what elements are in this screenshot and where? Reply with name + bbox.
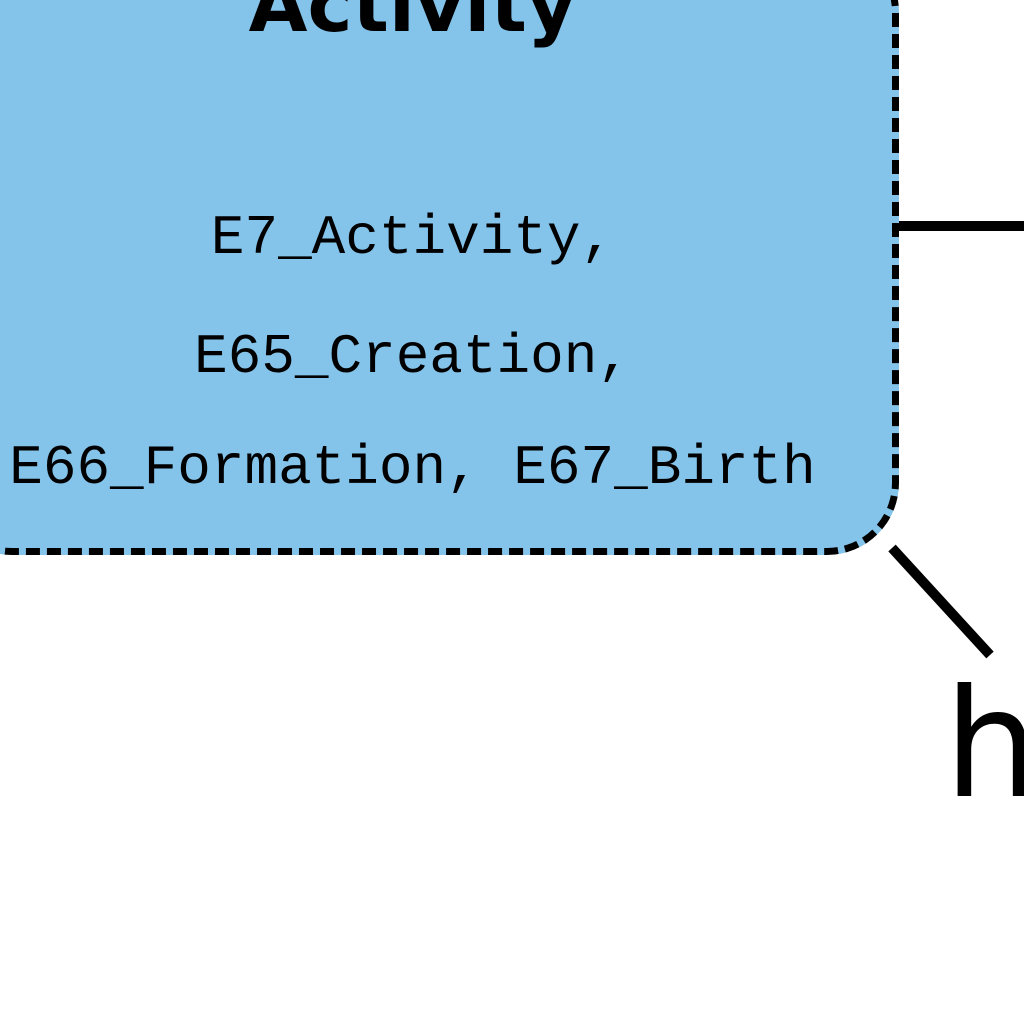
edge-diagonal-connector [888, 544, 994, 659]
node-title: Activity [248, 0, 577, 49]
edge-label: h [944, 658, 1024, 832]
node-class-line: E65_Creation, [194, 325, 631, 389]
node-class-line: E66_Formation, E67_Birth [9, 436, 816, 500]
activity-node[interactable] [0, 0, 899, 555]
node-class-line: E7_Activity, [210, 206, 615, 270]
